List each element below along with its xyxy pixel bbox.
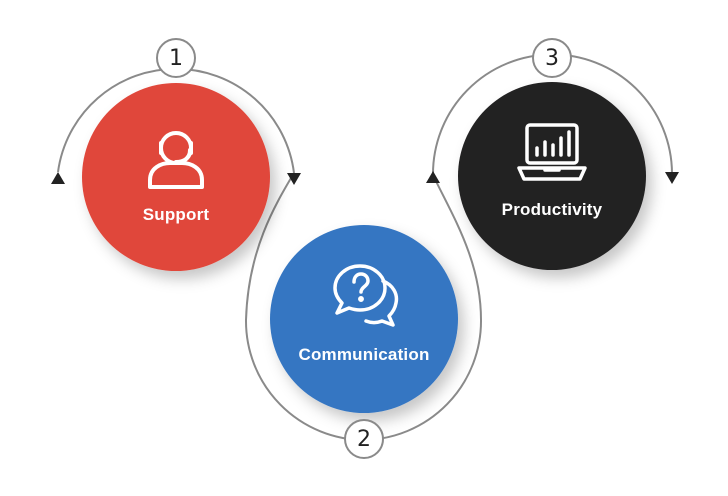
headset-user-icon [148, 131, 204, 189]
arrow-up-left-icon [51, 172, 65, 184]
arrowheads [51, 171, 679, 185]
communication-circle-fill [270, 225, 458, 413]
step-circle-productivity [458, 82, 646, 270]
arrow-up-right-icon [426, 171, 440, 183]
laptop-bar-chart-icon [517, 123, 587, 181]
question-chat-bubbles-icon [333, 264, 399, 327]
support-circle-fill [82, 83, 270, 271]
productivity-circle-fill [458, 82, 646, 270]
step-circle-communication [270, 225, 458, 413]
arrow-down-right-icon [665, 172, 679, 184]
step-circle-support [82, 83, 270, 271]
arrow-down-mid-icon [287, 173, 301, 185]
